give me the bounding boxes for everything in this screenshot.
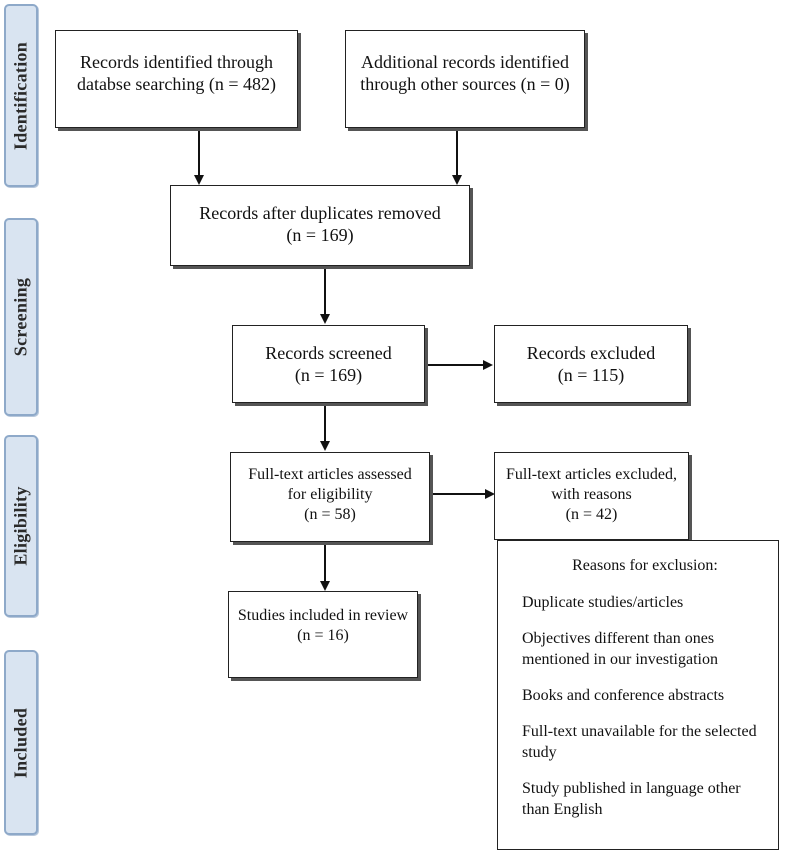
reason-item: Objectives different than ones mentioned… (522, 628, 768, 670)
stage-tab-eligibility: Eligibility (4, 435, 38, 617)
reasons-for-exclusion-panel: Reasons for exclusion: Duplicate studies… (497, 540, 779, 850)
other-records-line2: through other sources (n = 0) (360, 74, 570, 94)
other-records-line1: Additional records identified (361, 52, 569, 72)
reason-item: Duplicate studies/articles (522, 592, 768, 613)
box-after-duplicates: Records after duplicates removed (n = 16… (170, 185, 470, 266)
records-screened-line2: (n = 169) (294, 365, 363, 385)
reason-item: Full-text unavailable for the selected s… (522, 721, 768, 763)
reason-4-line1: Full-text unavailable for the selected (522, 723, 757, 740)
box-fulltext-excluded: Full-text articles excluded, with reason… (494, 452, 689, 540)
reason-item: Study published in language other than E… (522, 778, 768, 820)
after-duplicates-line1: Records after duplicates removed (199, 203, 441, 223)
reason-item: Books and conference abstracts (522, 685, 768, 706)
box-other-records: Additional records identified through ot… (345, 30, 585, 128)
records-screened-line1: Records screened (265, 343, 392, 363)
stage-tab-identification: Identification (4, 4, 38, 187)
stage-tab-screening: Screening (4, 218, 38, 416)
reason-1-line1: Duplicate studies/articles (522, 594, 684, 611)
database-records-line2: databse searching (n = 482) (76, 74, 277, 94)
reasons-title: Reasons for exclusion: (572, 557, 718, 574)
reason-2-line1: Objectives different than ones (522, 630, 715, 647)
box-records-screened: Records screened (n = 169) (232, 325, 425, 403)
studies-included-line1: Studies included in review (237, 607, 409, 624)
stage-tab-included: Included (4, 650, 38, 835)
reason-4-line2: study (522, 744, 557, 761)
fulltext-excluded-line3: (n = 42) (565, 506, 618, 523)
reason-2-line2: mentioned in our investigation (522, 651, 718, 668)
fulltext-excluded-line2: with reasons (551, 486, 632, 503)
fulltext-assessed-line3: (n = 58) (304, 506, 356, 523)
box-fulltext-assessed: Full-text articles assessed for eligibil… (230, 452, 430, 542)
fulltext-assessed-line2: for eligibility (287, 486, 373, 503)
reason-5-line2: than English (522, 801, 603, 818)
box-database-records: Records identified through databse searc… (55, 30, 298, 128)
fulltext-excluded-line1: Full-text articles excluded, (505, 466, 678, 483)
box-records-excluded: Records excluded (n = 115) (494, 325, 688, 403)
reason-5-line1: Study published in language other (522, 780, 741, 797)
box-studies-included: Studies included in review (n = 16) (228, 591, 418, 678)
database-records-line1: Records identified through (80, 52, 273, 72)
records-excluded-line2: (n = 115) (557, 365, 625, 385)
studies-included-line2: (n = 16) (297, 627, 349, 644)
reason-3-line1: Books and conference abstracts (522, 687, 725, 704)
records-excluded-line1: Records excluded (526, 343, 656, 363)
fulltext-assessed-line1: Full-text articles assessed (248, 466, 412, 483)
after-duplicates-line2: (n = 169) (286, 225, 354, 245)
